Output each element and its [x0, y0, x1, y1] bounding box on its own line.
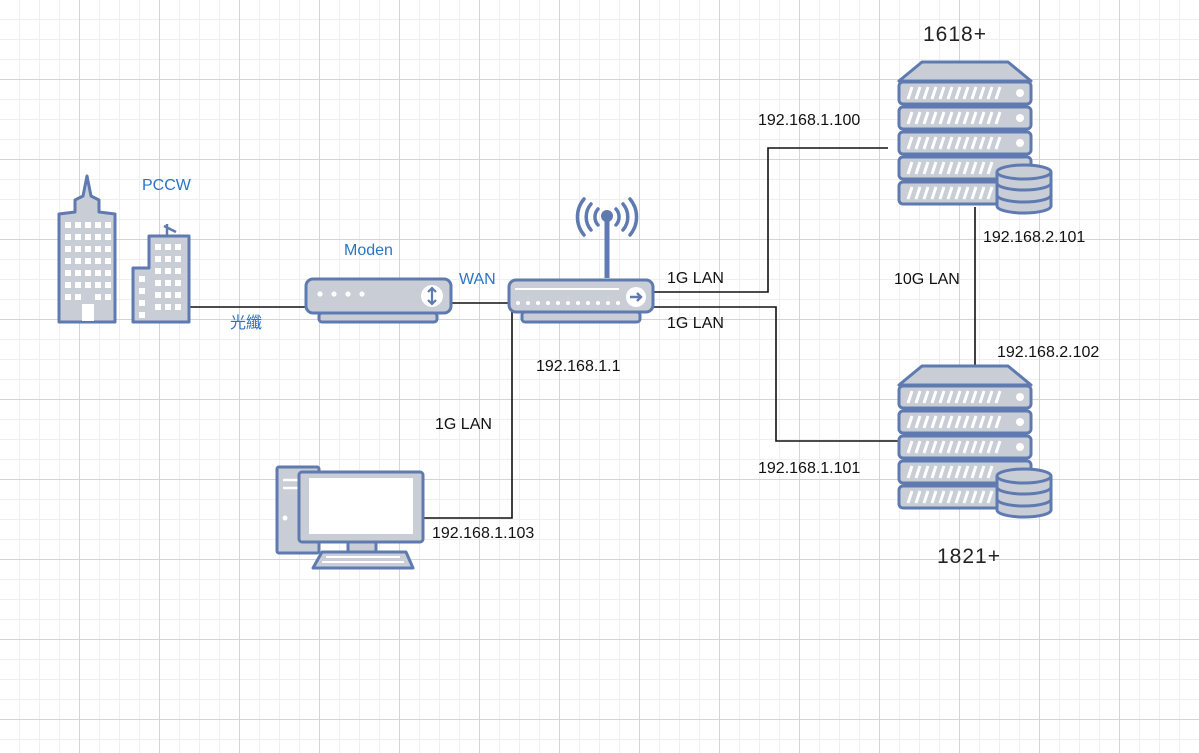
disk-stack-icon	[995, 467, 1053, 519]
nas1-name-label: 1618+	[923, 23, 987, 46]
nas-server-icon	[897, 60, 1053, 215]
router-icon	[507, 197, 655, 324]
disk-stack-icon	[995, 163, 1053, 215]
pc-link-label: 1G LAN	[435, 416, 492, 433]
nas2-link-label: 1G LAN	[667, 315, 724, 332]
nas-server-icon	[897, 364, 1053, 519]
modem-label: Moden	[344, 242, 393, 259]
pc-lan-connector	[424, 310, 513, 519]
desktop-computer-icon	[275, 465, 425, 570]
pccw-label: PCCW	[142, 177, 191, 194]
buildings-windows	[65, 222, 181, 321]
router-ip-label: 192.168.1.1	[536, 358, 621, 375]
nas2-ip-label: 192.168.1.101	[758, 460, 861, 477]
nas1-lan-connector	[653, 147, 888, 293]
nas1-ip-label: 192.168.1.100	[758, 112, 861, 129]
fiber-label: 光纖	[230, 315, 263, 332]
10g-link-label: 10G LAN	[894, 271, 960, 288]
wan-label: WAN	[459, 271, 496, 288]
nas2-ip2-label: 192.168.2.102	[997, 344, 1100, 361]
modem-icon	[304, 277, 453, 324]
nas2-lan-connector	[653, 306, 900, 442]
nas1-link-label: 1G LAN	[667, 270, 724, 287]
nas2-name-label: 1821+	[937, 545, 1001, 568]
pc-ip-label: 192.168.1.103	[432, 525, 535, 542]
nas1-ip2-label: 192.168.2.101	[983, 229, 1086, 246]
